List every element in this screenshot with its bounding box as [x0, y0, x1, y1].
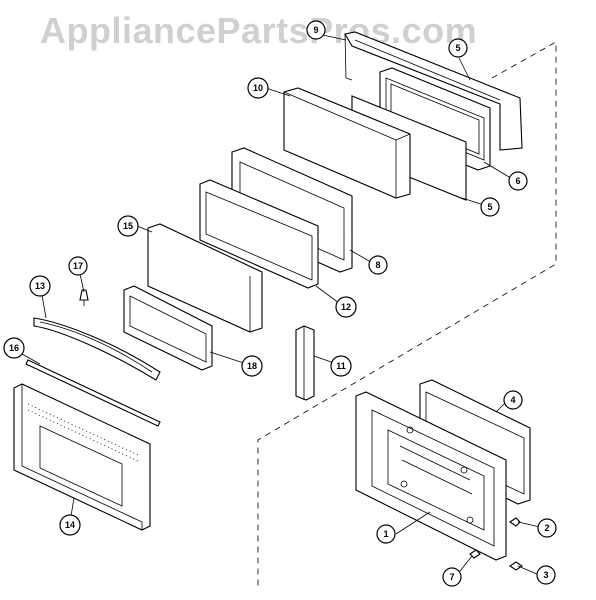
- callout-label: 15: [123, 221, 133, 231]
- assembly-boundary-top: [257, 41, 557, 588]
- part-3-nut: [509, 561, 523, 571]
- callout-8: 8: [368, 255, 388, 275]
- callout-label: 2: [544, 523, 549, 533]
- callout-18: 18: [241, 355, 263, 377]
- callout-5: 5: [448, 38, 468, 58]
- callout-label: 6: [515, 176, 520, 186]
- part-11-hinge-bracket: [295, 325, 315, 401]
- callout-10: 10: [247, 77, 269, 99]
- callout-label: 8: [375, 260, 380, 270]
- callout-label: 10: [253, 83, 263, 93]
- part-18-window-pane: [123, 285, 213, 371]
- callout-7: 7: [442, 567, 462, 587]
- part-14-outer-door-panel: [13, 383, 151, 531]
- watermark-logo: AppliancePartsPros.com: [40, 10, 478, 51]
- part-1-inner-door-liner: [355, 391, 507, 561]
- part-15-inner-glass: [147, 223, 263, 333]
- callout-label: 11: [336, 361, 346, 371]
- callout-label: 3: [543, 570, 548, 580]
- callout-label: 4: [510, 395, 515, 405]
- callout-label: 16: [9, 343, 19, 353]
- callout-label: 5: [455, 43, 460, 53]
- callout-label: 12: [341, 302, 351, 312]
- callout-16: 16: [3, 337, 25, 359]
- part-12-inner-glass-frame: [199, 179, 319, 289]
- callout-1: 1: [376, 524, 396, 544]
- part-2-fastener: [509, 517, 521, 527]
- callout-12: 12: [335, 296, 357, 318]
- callout-label: 1: [383, 529, 388, 539]
- callout-label: 7: [449, 572, 454, 582]
- part-17-screw: [79, 289, 89, 306]
- callout-2: 2: [537, 518, 557, 538]
- callout-label: 13: [35, 281, 45, 291]
- callout-label: 14: [65, 520, 75, 530]
- callout-label: 9: [313, 25, 318, 35]
- callout-label: 5: [487, 202, 492, 212]
- callout-label: 18: [247, 361, 257, 371]
- part-13-door-handle: [33, 317, 161, 381]
- part-16-trim-strip: [25, 359, 161, 427]
- callout-5b: 5: [480, 197, 500, 217]
- callout-4: 4: [503, 390, 523, 410]
- callout-14: 14: [59, 514, 81, 536]
- callout-label: 17: [73, 261, 83, 271]
- callout-13: 13: [29, 275, 51, 297]
- callout-15: 15: [117, 215, 139, 237]
- part-7-spacer: [469, 549, 481, 559]
- callout-6: 6: [508, 171, 528, 191]
- part-10-insulation: [283, 87, 411, 199]
- callout-11: 11: [330, 355, 352, 377]
- callout-3: 3: [536, 565, 556, 585]
- callout-17: 17: [68, 256, 88, 276]
- callout-9: 9: [306, 20, 326, 40]
- part-9-door-trim: [344, 31, 523, 151]
